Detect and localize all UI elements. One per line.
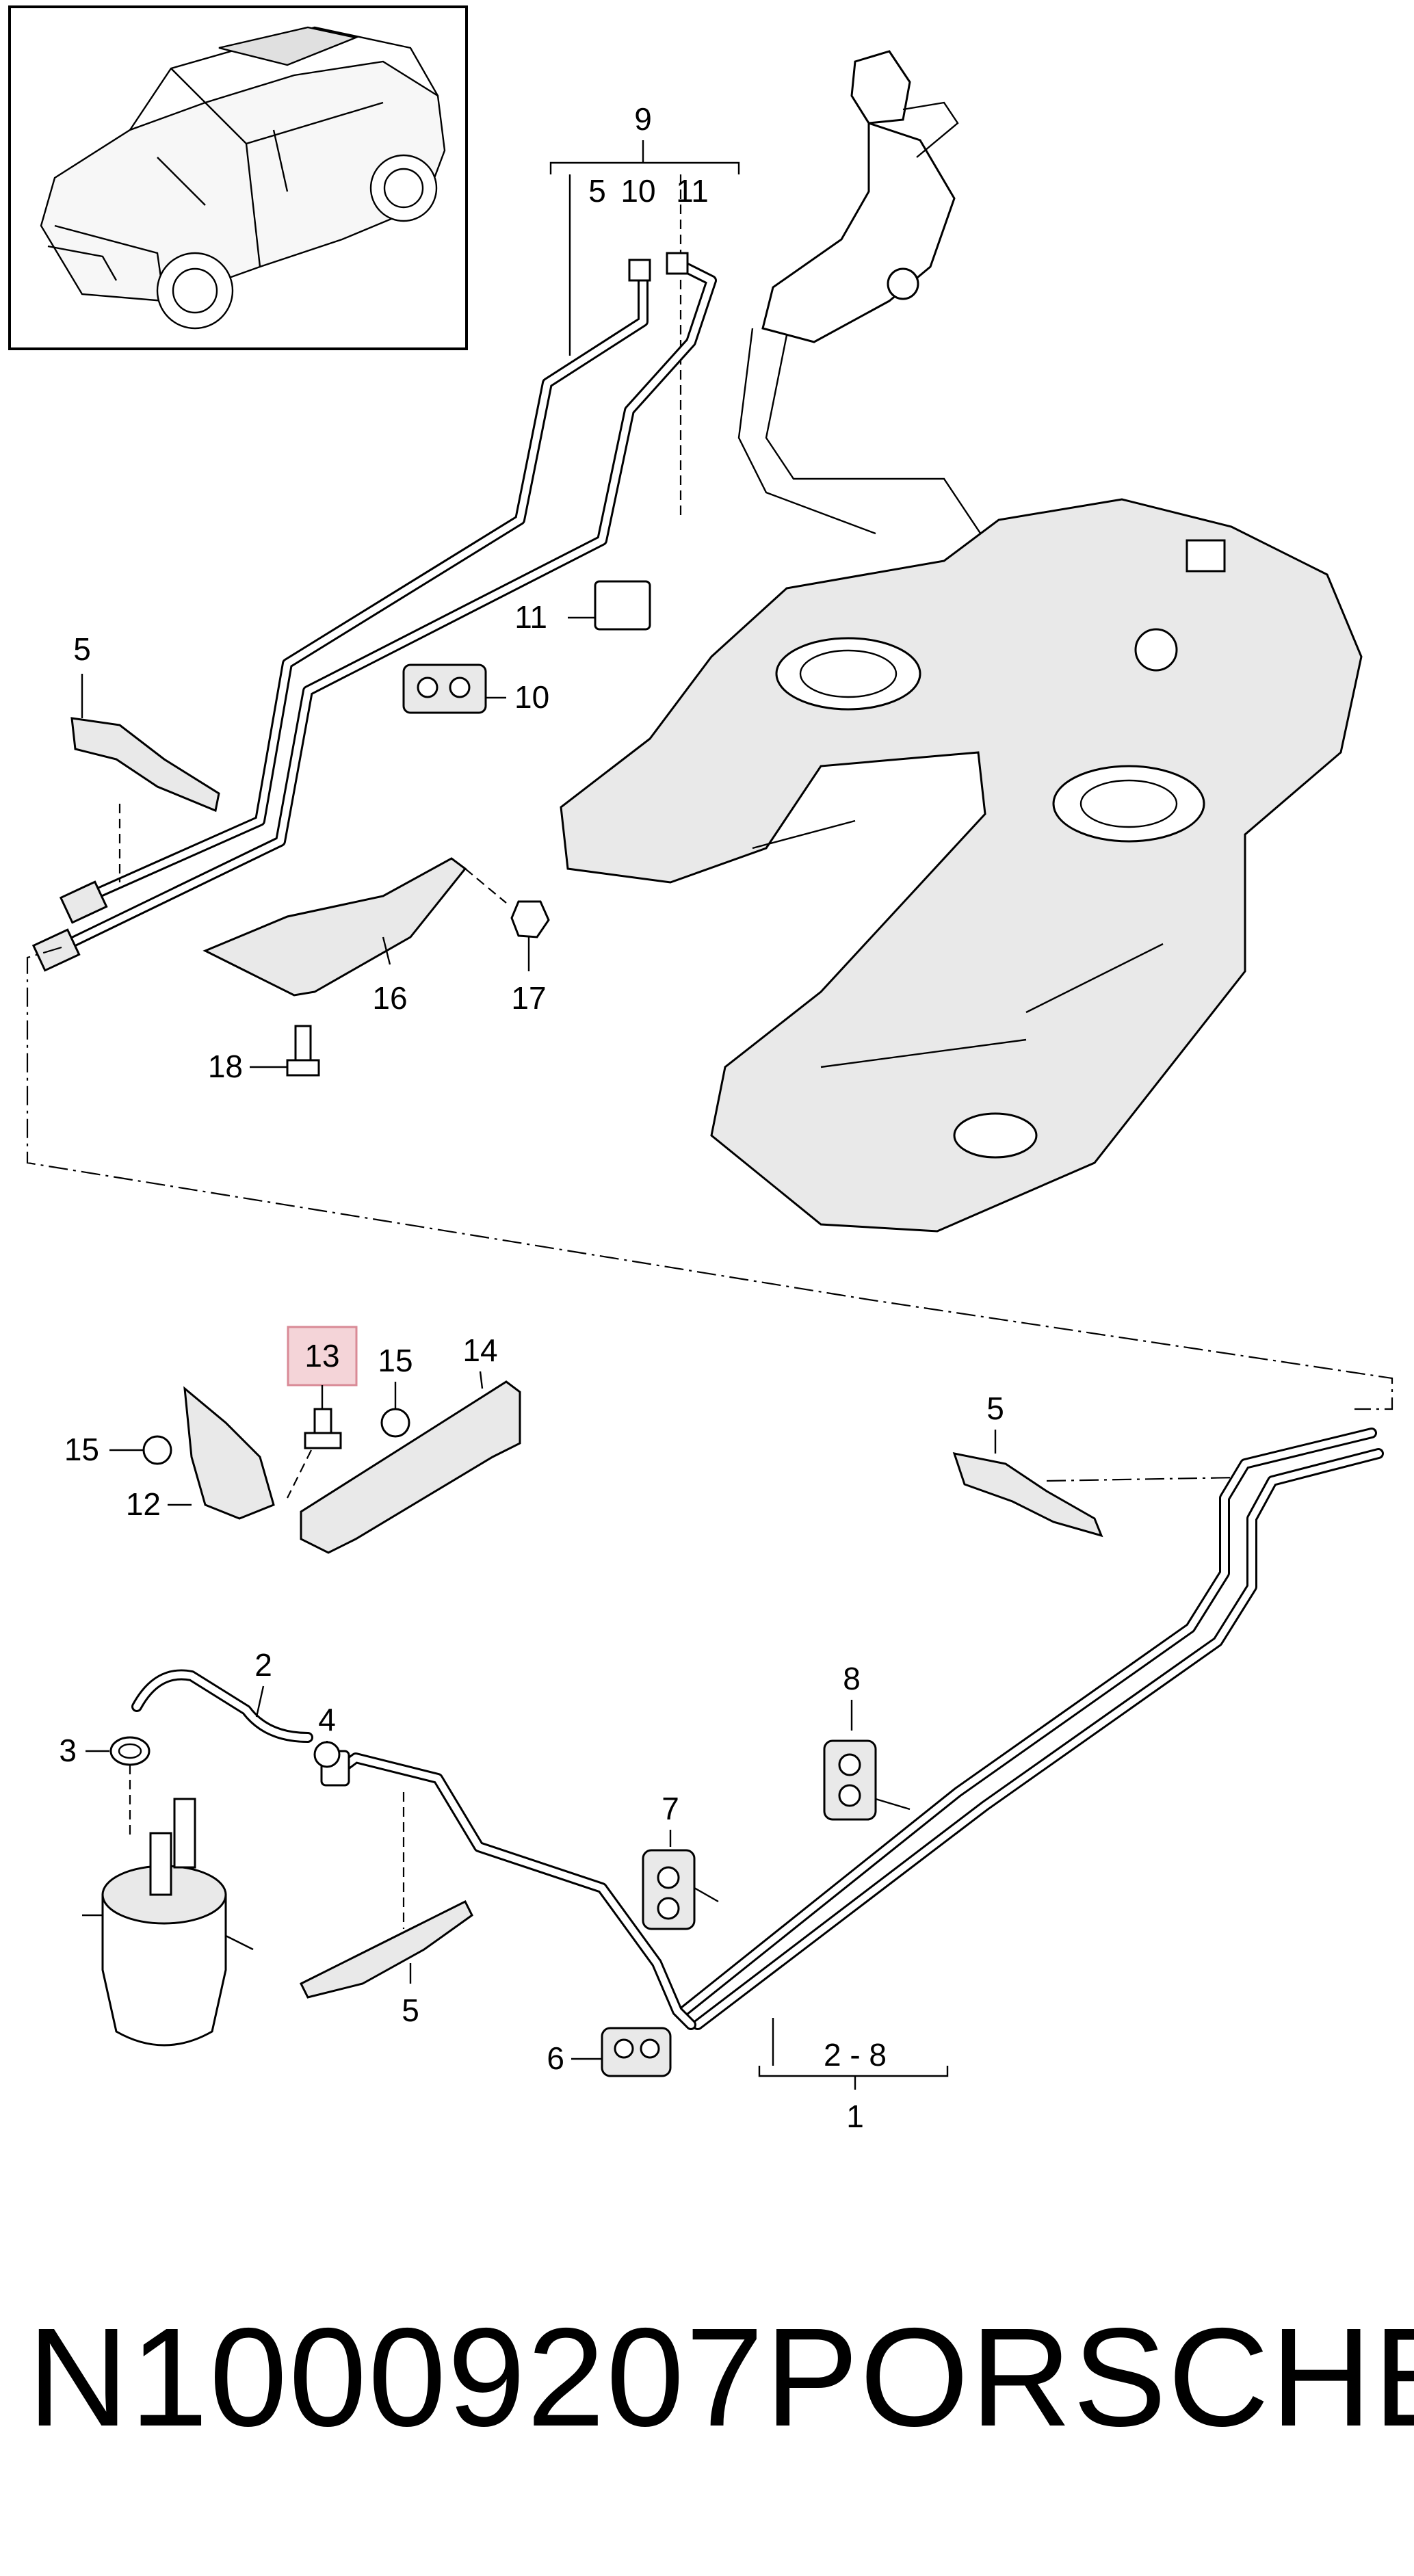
group-1-bracket: 2 - 8 1 [758, 2018, 949, 2134]
callout-14: 14 [462, 1332, 497, 1368]
nut-15-right: 15 [378, 1343, 413, 1438]
footer: N10009207 PORSCHE [27, 2298, 1414, 2456]
fuel-filler-neck [737, 50, 1150, 644]
clip-6: 6 [547, 2027, 672, 2077]
clip-11: 11 [514, 580, 651, 635]
callout-16: 16 [372, 980, 407, 1016]
fuel-filter [82, 1798, 254, 2047]
lower-fuel-lines [320, 1428, 1384, 2030]
bracket-14: 14 [300, 1332, 521, 1554]
callout-5-lower: 5 [402, 1993, 419, 2028]
bracket-12: 12 [126, 1386, 275, 1522]
nut-17: 17 [510, 900, 550, 1016]
callout-5-upper: 5 [73, 631, 91, 667]
highlighted-bolt-13: 13 [287, 1326, 358, 1499]
upper-fuel-lines [31, 252, 717, 972]
callout-2-8: 2 - 8 [824, 2037, 887, 2073]
callout-9-sub-5: 5 [588, 173, 606, 209]
callout-15-left: 15 [64, 1432, 99, 1467]
part-number: N10009207 [27, 2298, 765, 2456]
callout-9: 9 [634, 101, 652, 137]
heat-shield-16: 16 [202, 857, 507, 1016]
callout-12: 12 [126, 1486, 161, 1522]
callout-8: 8 [843, 1661, 861, 1696]
clip-8: 8 [823, 1661, 911, 1821]
clip-5-upper: 5 [70, 631, 220, 882]
callout-4: 4 [318, 1702, 336, 1737]
callout-6: 6 [547, 2040, 564, 2076]
bolt-18: 18 [208, 1025, 320, 1084]
brand-name: PORSCHE [765, 2298, 1414, 2456]
clip-7: 7 [642, 1791, 719, 1930]
clamp-4: 4 [313, 1702, 341, 1768]
vehicle-thumbnail [8, 5, 468, 350]
callout-18: 18 [208, 1049, 243, 1084]
hose-2: 2 [131, 1647, 313, 1743]
callout-17: 17 [511, 980, 546, 1016]
fuel-tank [560, 498, 1363, 1233]
clip-5-right: 5 [952, 1391, 1239, 1538]
callout-13: 13 [304, 1338, 339, 1374]
group-9-bracket: 9 5 10 11 [549, 101, 740, 520]
callout-5-right: 5 [986, 1391, 1004, 1426]
callout-15-right: 15 [378, 1343, 413, 1378]
clamp-3: 3 [59, 1733, 150, 1840]
clip-5-lower: 5 [299, 1792, 473, 2028]
callout-10: 10 [514, 679, 549, 715]
nut-15-left: 15 [64, 1432, 172, 1467]
assembly-link-outline [26, 946, 1393, 1410]
callout-9-sub-10: 10 [620, 173, 655, 209]
callout-3: 3 [59, 1733, 77, 1768]
clip-10: 10 [402, 663, 549, 715]
callout-7: 7 [662, 1791, 679, 1826]
callout-11: 11 [514, 599, 547, 635]
callout-2: 2 [254, 1647, 272, 1683]
callout-1: 1 [846, 2099, 864, 2134]
